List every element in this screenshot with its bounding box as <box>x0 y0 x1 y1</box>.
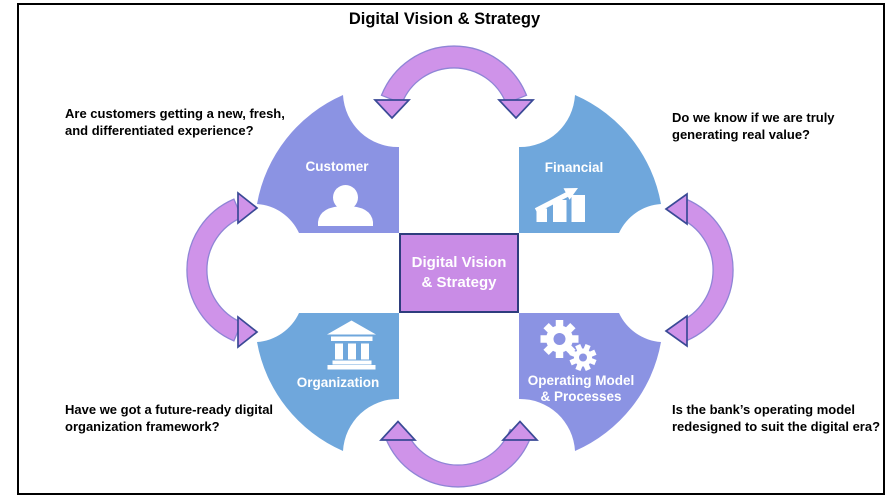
curved-arrow-right <box>664 192 734 348</box>
arrowhead-left-icon <box>664 192 688 226</box>
gear-large-hole <box>553 333 566 345</box>
growth-arrow-shaft <box>534 192 569 213</box>
bank-column <box>361 343 369 360</box>
question-top-left: Are customers getting a new, fresh, and … <box>65 106 285 139</box>
arrowhead-up-icon <box>501 420 539 441</box>
arrowhead-right-icon <box>237 315 259 349</box>
petal-label-operating: Operating Model & Processes <box>527 373 635 404</box>
arrowhead-right-icon <box>237 191 259 225</box>
curved-arrow-left <box>186 191 259 349</box>
curved-arrow-top <box>373 45 535 120</box>
bank-architrave <box>331 336 373 341</box>
bank-pediment <box>327 320 376 335</box>
bank-base-step <box>332 360 372 365</box>
bank-column <box>335 343 343 360</box>
gear-small-hole <box>579 353 587 362</box>
petal-customer <box>257 95 399 233</box>
question-bottom-left: Have we got a future-ready digital organ… <box>65 402 274 435</box>
question-top-right: Do we know if we are truly generating re… <box>672 110 835 143</box>
arrowhead-down-icon <box>497 99 535 120</box>
arrowhead-left-icon <box>664 314 688 348</box>
person-shoulders <box>318 206 373 226</box>
arrow-arc <box>186 198 243 342</box>
frame-border <box>17 3 885 495</box>
question-bottom-right: Is the bank’s operating model redesigned… <box>672 402 881 435</box>
curved-arrow-bottom <box>379 420 539 488</box>
bar-1 <box>536 208 547 222</box>
bank-column <box>348 343 356 360</box>
bar-3 <box>571 195 585 222</box>
bank-base <box>327 365 376 370</box>
petal-label-financial: Financial <box>544 160 604 176</box>
arrowhead-down-icon <box>373 99 411 120</box>
bar-2 <box>553 200 567 222</box>
arrow-arc <box>380 45 528 105</box>
growth-arrow-head <box>563 188 578 200</box>
gears-icon <box>540 320 597 372</box>
person-icon <box>318 185 373 226</box>
petal-label-customer: Customer <box>305 159 369 175</box>
bar-chart-icon <box>534 188 585 222</box>
diagram-title: Digital Vision & Strategy <box>348 10 541 28</box>
person-head <box>333 185 358 210</box>
arrowhead-up-icon <box>379 420 417 441</box>
petal-label-organization: Organization <box>296 375 380 391</box>
bank-icon <box>327 320 376 370</box>
center-box: Digital Vision & Strategy <box>399 233 519 313</box>
